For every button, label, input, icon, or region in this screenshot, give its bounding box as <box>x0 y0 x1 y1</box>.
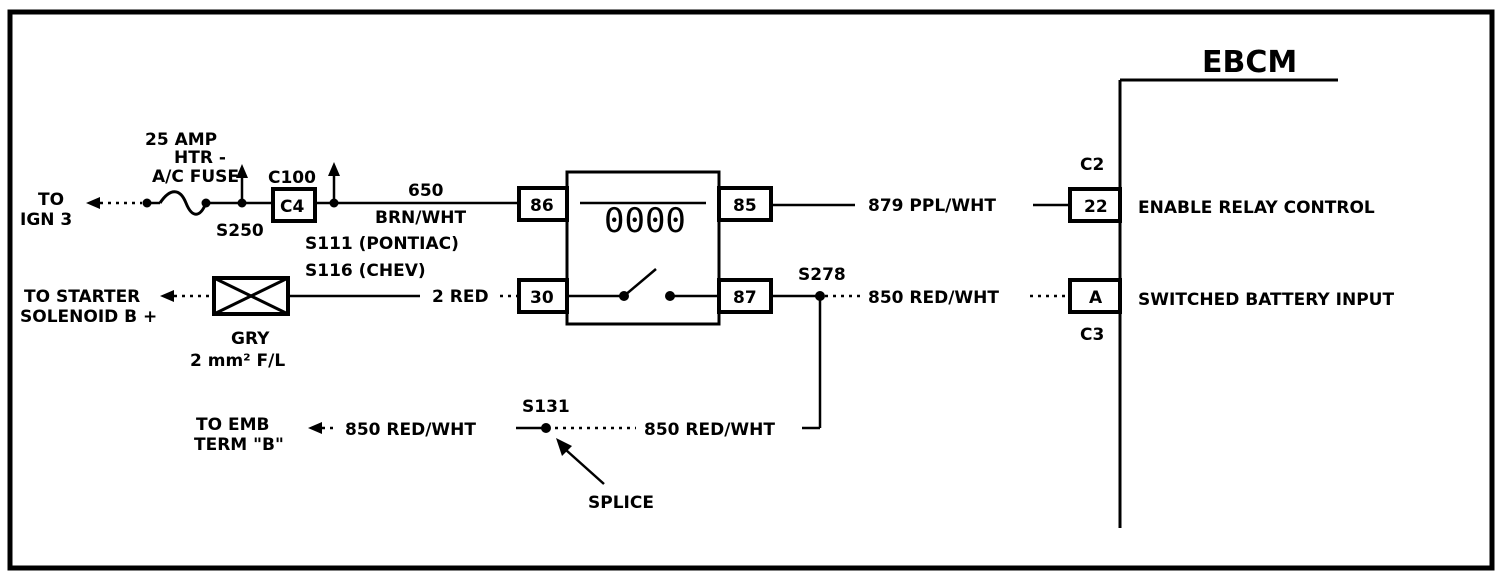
fuse-name-label-1: HTR - <box>174 148 226 168</box>
splice-s278-label: S278 <box>798 265 846 285</box>
ebcm-wiring: 879 PPL/WHT S278 850 RED/WHT EBCM C2 22 … <box>771 45 1394 528</box>
ebcm-pin-22-box <box>1068 187 1122 223</box>
connector-c4-box <box>271 187 317 223</box>
relay-pin-30-box <box>517 278 569 314</box>
relay-pin-85-label: 85 <box>733 196 757 216</box>
emb-feed-circuit: 850 RED/WHT S131 850 RED/WHT TO EMB TERM… <box>194 296 822 513</box>
wire-879-label: 879 PPL/WHT <box>868 196 996 216</box>
connector-c2-label: C2 <box>1080 155 1104 175</box>
ebcm-title: EBCM <box>1202 45 1297 80</box>
wire-650-color-label: BRN/WHT <box>375 208 466 228</box>
to-ign3-label-1: TO <box>38 190 64 210</box>
ign3-feed-circuit: TO IGN 3 25 AMP HTR - A/C FUSE S250 C100… <box>20 130 519 281</box>
s111-up-arrow-icon <box>328 162 340 176</box>
starter-arrow-icon <box>160 290 174 302</box>
fusible-link-color-label: GRY <box>231 329 270 349</box>
switched-battery-input-label: SWITCHED BATTERY INPUT <box>1138 290 1394 310</box>
ign3-arrow-icon <box>86 197 100 209</box>
splice-s131-label: S131 <box>522 397 570 417</box>
wire-850-right-label: 850 RED/WHT <box>644 420 775 440</box>
to-ign3-label-2: IGN 3 <box>20 210 72 230</box>
starter-feed-circuit: TO STARTER SOLENOID B + GRY 2 mm² F/L 2 … <box>20 276 519 371</box>
fusible-link-size-label: 2 mm² F/L <box>190 351 285 371</box>
splice-s111-label: S111 (PONTIAC) <box>305 234 459 254</box>
fuse-name-label-2: A/C FUSE <box>152 167 239 187</box>
splice-callout-line <box>565 449 605 485</box>
splice-s116-label: S116 (CHEV) <box>305 261 426 281</box>
ebcm-pin-22-label: 22 <box>1084 197 1108 217</box>
ebcm-pin-a-box <box>1068 278 1122 314</box>
splice-callout-arrow-icon <box>556 438 572 456</box>
connector-c4-label: C4 <box>280 197 304 217</box>
connector-c3-label: C3 <box>1080 325 1104 345</box>
wire-850-left-label: 850 RED/WHT <box>345 420 476 440</box>
ebcm-pin-a-label: A <box>1089 288 1103 308</box>
to-starter-label-2: SOLENOID B + <box>20 307 157 327</box>
wire-650-number-label: 650 <box>408 181 444 201</box>
fusible-link-cross-2 <box>213 276 289 316</box>
emb-arrow-icon <box>308 422 322 434</box>
to-starter-label-1: TO STARTER <box>24 287 140 307</box>
relay-switch-arm <box>623 268 657 297</box>
splice-s250-label: S250 <box>216 221 264 241</box>
to-emb-label-2: TERM "B" <box>194 435 284 455</box>
connector-c100-label: C100 <box>268 168 316 188</box>
to-emb-label-1: TO EMB <box>196 415 269 435</box>
relay-pin-86-label: 86 <box>530 196 554 216</box>
wire-850-upper-label: 850 RED/WHT <box>868 288 999 308</box>
relay-pin-85-box <box>717 186 773 222</box>
relay-pin-86-box <box>517 186 569 222</box>
relay: 0000 86 85 30 87 <box>517 170 773 326</box>
enable-relay-control-label: ENABLE RELAY CONTROL <box>1138 198 1375 218</box>
fuse-element-icon <box>158 190 208 216</box>
relay-coil-icon: 0000 <box>604 201 686 241</box>
s250-up-arrow-icon <box>236 164 248 178</box>
wire-2-red-label: 2 RED <box>432 287 489 307</box>
fuse-rating-label: 25 AMP <box>145 130 217 150</box>
diagram-border <box>7 9 1495 571</box>
relay-pin-30-label: 30 <box>530 288 554 308</box>
relay-pin-87-label: 87 <box>733 288 757 308</box>
splice-callout-label: SPLICE <box>588 493 654 513</box>
relay-body <box>565 170 721 326</box>
